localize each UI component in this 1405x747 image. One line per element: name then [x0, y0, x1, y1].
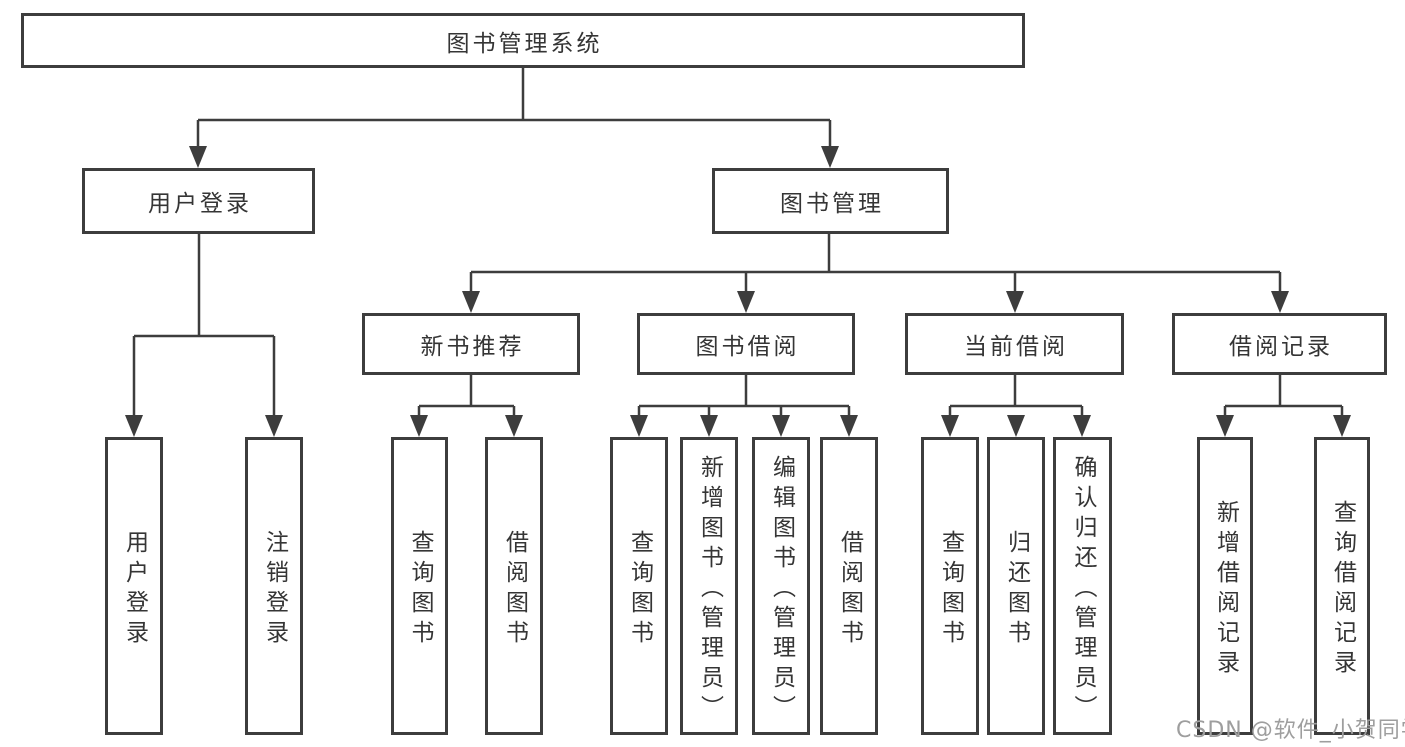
leaf-borrow-edit-books-admin: 编辑图书（管理员） [752, 437, 810, 735]
leaf-borrow-add-books-admin: 新增图书（管理员） [680, 437, 738, 735]
leaf-newbook-query-books: 查询图书 [391, 437, 448, 735]
node-user-login-branch: 用户登录 [82, 168, 315, 234]
leaf-current-return-books: 归还图书 [987, 437, 1045, 735]
leaf-record-add-borrow-record: 新增借阅记录 [1197, 437, 1253, 735]
leaf-current-query-books: 查询图书 [921, 437, 979, 735]
leaf-logout: 注销登录 [245, 437, 303, 735]
node-root-system: 图书管理系统 [21, 13, 1025, 68]
node-new-book-recommend: 新书推荐 [362, 313, 580, 375]
leaf-newbook-borrow-books: 借阅图书 [485, 437, 543, 735]
node-borrow-records: 借阅记录 [1172, 313, 1387, 375]
leaf-borrow-query-books: 查询图书 [610, 437, 668, 735]
leaf-record-query-borrow-record: 查询借阅记录 [1314, 437, 1370, 735]
csdn-watermark: CSDN @软件_小贺同学 [1176, 718, 1405, 743]
leaf-borrow-borrow-books: 借阅图书 [820, 437, 878, 735]
node-book-management-branch: 图书管理 [712, 168, 949, 234]
leaf-user-login: 用户登录 [105, 437, 163, 735]
node-current-borrow: 当前借阅 [905, 313, 1124, 375]
leaf-current-confirm-return-admin: 确认归还（管理员） [1053, 437, 1112, 735]
node-book-borrow: 图书借阅 [637, 313, 855, 375]
